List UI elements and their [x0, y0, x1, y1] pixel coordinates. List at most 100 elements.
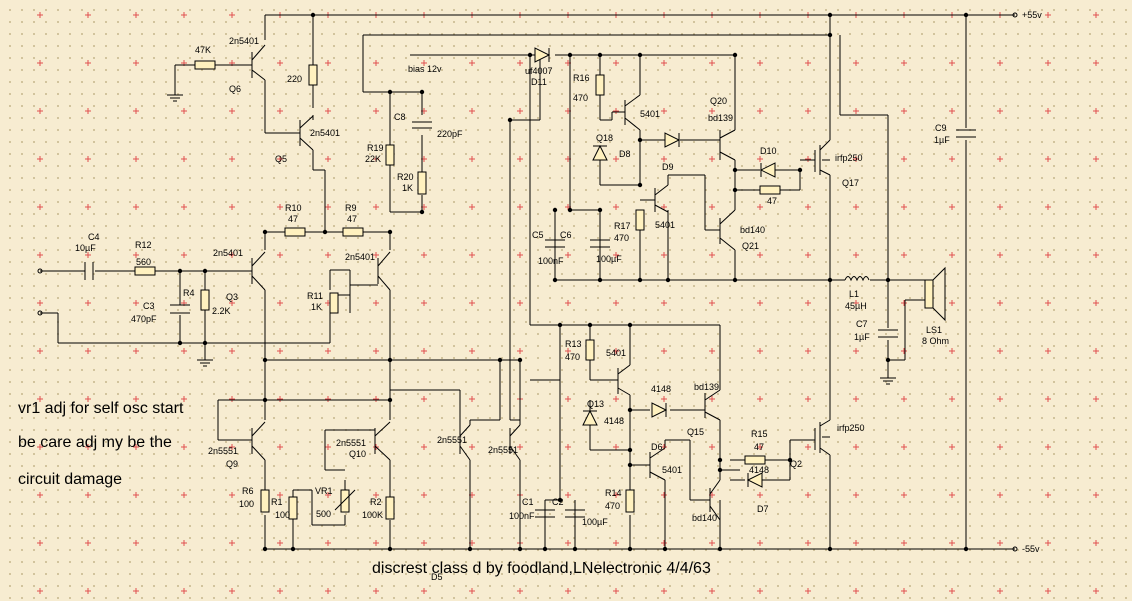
diode-d7: [746, 472, 763, 488]
junction-dot: [419, 89, 425, 95]
junction-dot: [662, 546, 668, 552]
capacitor-c2: [565, 509, 585, 518]
transistor-q6: [251, 44, 266, 81]
resistor-r9: [342, 227, 364, 237]
svg-text:220: 220: [287, 74, 302, 84]
resistor-r1: [288, 496, 298, 520]
junction-dot: [627, 462, 633, 468]
svg-text:Q18: Q18: [596, 133, 613, 143]
junction-dot: [202, 268, 208, 274]
svg-text:Q9: Q9: [226, 459, 238, 469]
svg-text:R11: R11: [307, 291, 323, 301]
svg-text:C9: C9: [935, 123, 947, 133]
transistor-q-bd139b: [704, 389, 721, 421]
svg-text:bd140: bd140: [692, 513, 717, 523]
resistor-r14: [625, 489, 635, 513]
junction-dot: [527, 52, 533, 58]
mosfet-q2: [814, 419, 831, 456]
svg-text:irfp250: irfp250: [835, 153, 863, 163]
svg-text:Q17: Q17: [842, 178, 859, 188]
resistor-r10: [284, 227, 306, 237]
junction-dot: [885, 277, 891, 283]
junction-dot: [507, 117, 513, 123]
junction-dot: [467, 546, 473, 552]
note-line-2: be care adj my be the: [18, 434, 172, 451]
capacitor-c6: [590, 210, 610, 248]
svg-text:D10: D10: [760, 146, 777, 156]
junction-dot: [262, 357, 268, 363]
svg-text:47: 47: [754, 442, 764, 452]
svg-text:Q15: Q15: [687, 427, 704, 437]
junction-dot: [567, 52, 573, 58]
junction-dot: [827, 12, 833, 18]
svg-text:22K: 22K: [365, 154, 381, 164]
svg-text:2n5401: 2n5401: [310, 128, 340, 138]
vr1-arrow: [334, 489, 356, 511]
transistor-q21: [719, 209, 736, 251]
svg-text:100K: 100K: [362, 510, 383, 520]
svg-text:C3: C3: [143, 301, 155, 311]
svg-text:D5: D5: [431, 572, 443, 582]
neg-rail-label: -55v: [1022, 544, 1040, 554]
capacitor-c3: [170, 304, 190, 314]
junction-dot: [827, 32, 833, 38]
diode-d13: [582, 409, 598, 426]
junction-dot: [517, 357, 523, 363]
input-terminal-ground: [37, 310, 43, 316]
labels: +55v -55v bias 12v 2n5401 47K 220 Q6 2n5…: [18, 10, 1042, 582]
svg-text:2n5551: 2n5551: [336, 438, 366, 448]
svg-text:Q2: Q2: [790, 459, 802, 469]
svg-text:R15: R15: [751, 429, 768, 439]
svg-text:8 Ohm: 8 Ohm: [922, 336, 949, 346]
capacitor-c1: [535, 509, 555, 518]
transistor-q3: [251, 251, 266, 291]
svg-text:bd139: bd139: [708, 113, 733, 123]
svg-text:D11: D11: [531, 77, 547, 87]
junction-dot: [637, 277, 643, 283]
schematic-title: discrest class d by foodland,LNelectroni…: [372, 560, 711, 577]
svg-text:Q13: Q13: [587, 399, 604, 409]
junction-dot: [637, 52, 643, 58]
svg-text:D6: D6: [651, 442, 663, 452]
svg-text:2n5401: 2n5401: [345, 252, 375, 262]
svg-text:2n5401: 2n5401: [213, 248, 243, 258]
svg-text:470: 470: [565, 352, 580, 362]
resistor-r6: [260, 489, 270, 513]
svg-text:R9: R9: [345, 203, 357, 213]
svg-text:Q10: Q10: [349, 449, 366, 459]
svg-text:C6: C6: [560, 230, 572, 240]
junction-dot: [177, 268, 183, 274]
svg-text:100µF: 100µF: [582, 517, 608, 527]
svg-text:2n5551: 2n5551: [208, 446, 238, 456]
svg-text:470pF: 470pF: [131, 314, 157, 324]
transistor-q12: [509, 400, 521, 461]
svg-text:4148: 4148: [749, 465, 769, 475]
svg-text:R17: R17: [614, 221, 631, 231]
svg-text:R1: R1: [271, 497, 283, 507]
junction-dot: [885, 357, 891, 363]
svg-text:bd139: bd139: [694, 382, 719, 392]
svg-text:Q20: Q20: [710, 96, 727, 106]
svg-text:1µF: 1µF: [934, 135, 950, 145]
transistor-q10: [374, 421, 391, 461]
svg-text:Q5: Q5: [275, 154, 287, 164]
diode-d11: [534, 47, 551, 63]
capacitor-c7: [878, 329, 898, 338]
junction-dot: [827, 546, 833, 552]
transistor-q4: [377, 251, 391, 291]
terminal-pos-rail: [1012, 12, 1018, 18]
resistor-r47-top: [759, 185, 781, 195]
resistor-r12: [134, 266, 156, 276]
junction-dot: [797, 167, 803, 173]
svg-text:10µF: 10µF: [75, 243, 96, 253]
junction-dot: [597, 277, 603, 283]
svg-text:4148: 4148: [651, 384, 671, 394]
svg-text:560: 560: [136, 257, 151, 267]
junction-dot: [732, 167, 738, 173]
capacitor-c4: [84, 262, 94, 280]
svg-text:R16: R16: [573, 73, 590, 83]
junction-dot: [665, 277, 671, 283]
capacitor-c5: [545, 210, 565, 280]
